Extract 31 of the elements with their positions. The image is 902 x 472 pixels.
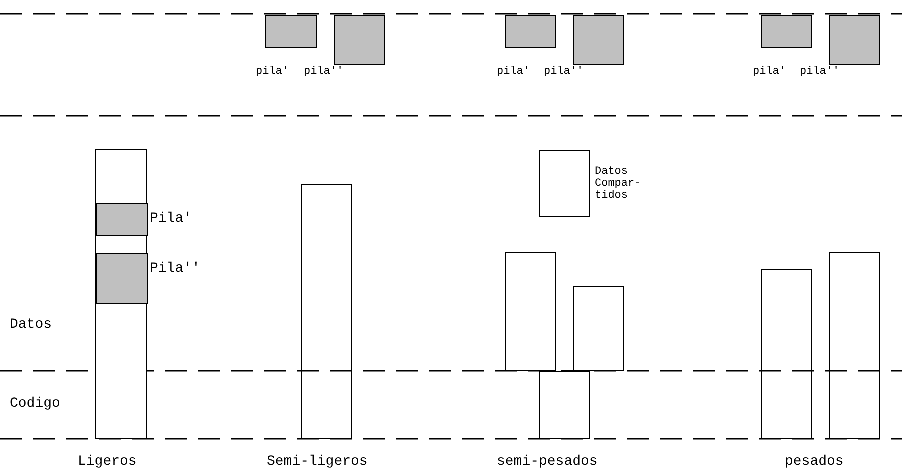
column-label: Semi-ligeros	[267, 454, 368, 470]
memory-block	[829, 252, 880, 439]
row-label: Datos	[10, 317, 52, 333]
block-label: pila''	[800, 66, 840, 78]
column-label: Ligeros	[78, 454, 137, 470]
block-label: pila'	[256, 66, 290, 78]
memory-block	[539, 371, 590, 439]
stack-block	[573, 15, 624, 65]
stack-block	[96, 203, 148, 236]
stack-block	[829, 15, 880, 65]
memory-block	[573, 286, 624, 371]
stack-block	[761, 15, 812, 48]
memory-block	[539, 150, 590, 217]
block-label: pila''	[544, 66, 584, 78]
block-label: Datos Compar- tidos	[595, 166, 642, 202]
block-label: pila''	[304, 66, 344, 78]
row-label: Codigo	[10, 396, 60, 412]
column-label: semi-pesados	[497, 454, 598, 470]
memory-block	[301, 184, 352, 439]
stack-block	[265, 15, 317, 48]
block-label: Pila''	[150, 263, 200, 275]
block-label: pila'	[497, 66, 530, 78]
memory-block	[761, 269, 812, 439]
stack-block	[334, 15, 385, 65]
stack-block	[96, 253, 148, 304]
memory-block	[505, 252, 556, 371]
memory-block	[95, 149, 147, 439]
stack-block	[505, 15, 556, 48]
column-label: pesados	[785, 454, 844, 470]
block-label: Pila'	[150, 213, 192, 225]
block-label: pila'	[753, 66, 786, 78]
